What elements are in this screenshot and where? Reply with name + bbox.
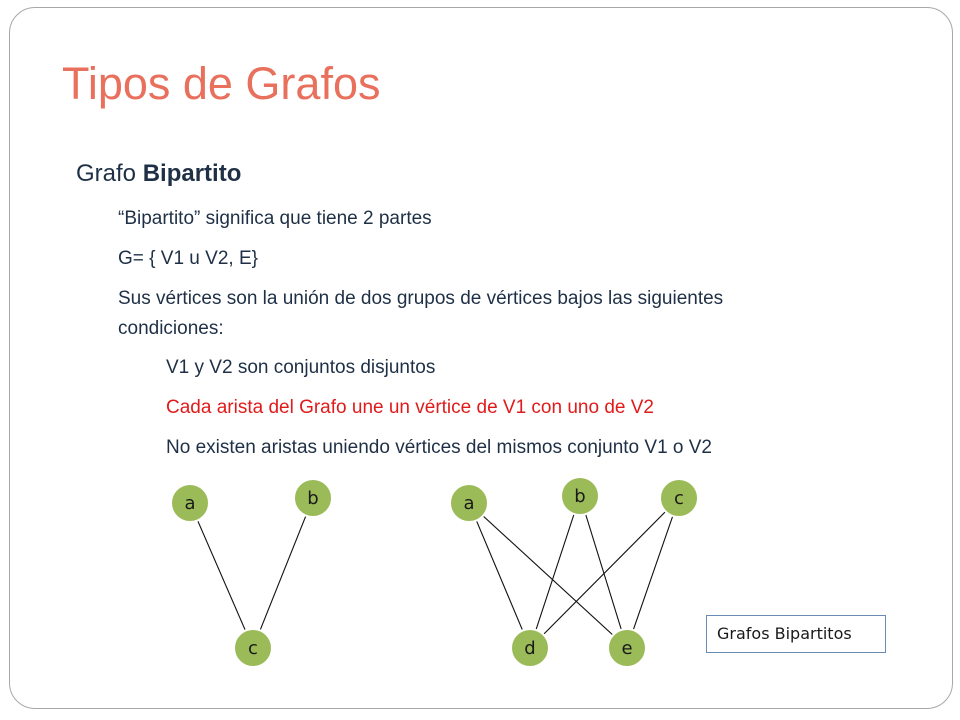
point-1: “Bipartito” significa que tiene 2 partes bbox=[118, 208, 432, 229]
graph-2-edge-a-d bbox=[468, 502, 531, 649]
nodes-layer: a b c a b c d e bbox=[170, 476, 699, 668]
condition-3: No existen aristas uniendo vértices del … bbox=[166, 437, 712, 458]
node-label: d bbox=[524, 638, 535, 659]
graph-1-node-c: c bbox=[233, 628, 273, 668]
node-circle bbox=[233, 628, 273, 668]
graph-2-node-e: e bbox=[607, 628, 647, 668]
graph-2-edge-a-e bbox=[468, 502, 628, 649]
heading-grafo-bipartito: Grafo Bipartito bbox=[76, 160, 241, 188]
edges-layer bbox=[189, 495, 680, 649]
slide-frame bbox=[9, 7, 953, 709]
graph-1-edge-a-c bbox=[189, 502, 254, 649]
node-label: a bbox=[463, 493, 474, 514]
graph-2-edge-b-e bbox=[579, 495, 628, 649]
graph-1-node-b: b bbox=[293, 478, 333, 518]
graph-2-edge-c-d bbox=[529, 497, 680, 649]
condition-2: Cada arista del Grafo une un vértice de … bbox=[166, 397, 654, 418]
node-circle bbox=[293, 478, 333, 518]
heading-bold: Bipartito bbox=[142, 160, 242, 187]
node-circle bbox=[659, 478, 699, 518]
node-label: c bbox=[674, 488, 684, 509]
graph-2-edge-c-e bbox=[626, 497, 680, 649]
graph-1-node-a: a bbox=[170, 483, 210, 523]
graph-2-node-d: d bbox=[510, 628, 550, 668]
node-label: c bbox=[248, 638, 258, 659]
heading-prefix: Grafo bbox=[76, 160, 143, 187]
node-circle bbox=[449, 483, 489, 523]
graph-2-node-a: a bbox=[449, 483, 489, 523]
graph-2-edge-b-d bbox=[529, 495, 581, 649]
node-label: e bbox=[621, 638, 632, 659]
graph-1-edge-b-c bbox=[252, 497, 314, 649]
node-circle bbox=[170, 483, 210, 523]
caption-box: Grafos Bipartitos bbox=[706, 615, 886, 653]
graph-2-node-b: b bbox=[560, 476, 600, 516]
condition-1: V1 y V2 son conjuntos disjuntos bbox=[166, 357, 436, 378]
node-label: b bbox=[574, 486, 585, 507]
graph-2-node-c: c bbox=[659, 478, 699, 518]
node-circle bbox=[560, 476, 600, 516]
point-3-line-1: Sus vértices son la unión de dos grupos … bbox=[118, 288, 724, 309]
node-label: a bbox=[184, 493, 195, 514]
node-circle bbox=[607, 628, 647, 668]
node-circle bbox=[510, 628, 550, 668]
point-2: G= { V1 u V2, E} bbox=[118, 248, 258, 269]
node-label: b bbox=[307, 488, 318, 509]
slide-title: Tipos de Grafos bbox=[62, 58, 381, 109]
point-3-line-2: condiciones: bbox=[118, 318, 224, 339]
